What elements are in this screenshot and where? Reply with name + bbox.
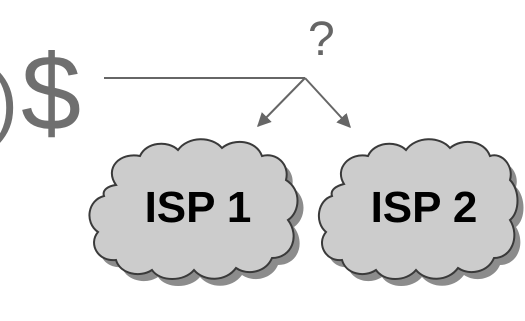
isp1-cloud: ISP 1 [88, 138, 304, 286]
dollar-symbol: $ [21, 32, 81, 153]
cloud-body [88, 138, 299, 280]
cloud-body [317, 138, 519, 280]
arrow-to-isp2 [304, 77, 351, 129]
isp2-label: ISP 2 [371, 183, 478, 232]
isp2-cloud: ISP 2 [317, 138, 524, 286]
paren-glyph: ) [0, 57, 18, 145]
decision-connector [104, 77, 351, 129]
question-mark: ? [308, 13, 335, 66]
arrow-to-isp1 [257, 77, 306, 128]
isp1-label: ISP 1 [145, 183, 252, 232]
